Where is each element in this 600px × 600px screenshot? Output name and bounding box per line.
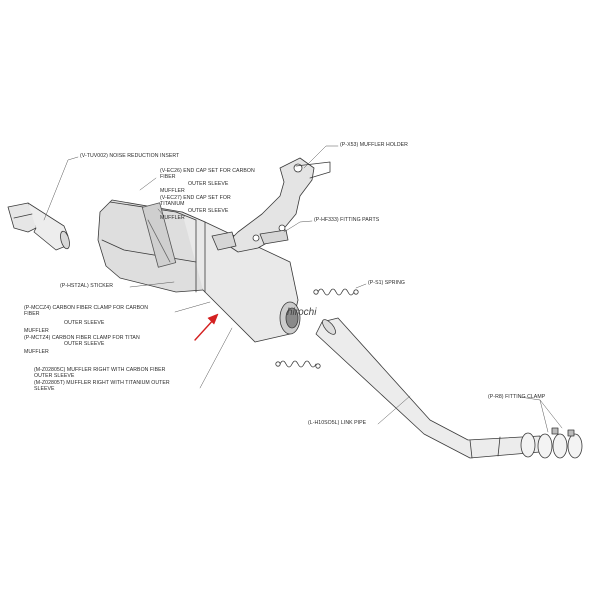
muffler-body-part bbox=[97, 199, 301, 343]
label-fitting-parts: (P-HF333) FITTING PARTS bbox=[314, 217, 380, 223]
label-sticker: (P-HST2AL) STICKER bbox=[60, 283, 114, 289]
label-clamp-cf-line4: MUFFLER bbox=[24, 328, 49, 334]
label-muffler-cf-line1: (M-Z02805C) MUFFLER RIGHT WITH CARBON FI… bbox=[34, 367, 166, 373]
label-end-cap-ti-line4: MUFFLER bbox=[160, 215, 185, 221]
noise-reduction-insert-part bbox=[7, 202, 70, 251]
label-end-cap-ti-line3: OUTER SLEEVE bbox=[188, 208, 229, 214]
label-end-cap-ti-line2: TITANIUM bbox=[160, 201, 185, 207]
label-noise-reduction-insert: (V-TUV002) NOISE REDUCTION INSERT bbox=[80, 153, 180, 159]
label-end-cap-cf-line3: OUTER SLEEVE bbox=[188, 181, 229, 187]
spring-part-lower bbox=[275, 360, 321, 369]
label-end-cap-cf-line4: MUFFLER bbox=[160, 188, 185, 194]
label-clamp-ti-line3: MUFFLER bbox=[24, 349, 49, 355]
label-link-pipe: (L-H10SO5L) LINK PIPE bbox=[308, 420, 367, 426]
label-clamp-cf-line1: (P-MCCZ4) CARBON FIBER CLAMP FOR CARBON bbox=[24, 305, 149, 311]
label-clamp-ti-line2: OUTER SLEEVE bbox=[64, 341, 105, 347]
spring-part-upper bbox=[313, 288, 359, 296]
watermark-text: hirochi bbox=[287, 307, 317, 318]
highlight-arrow bbox=[194, 313, 219, 341]
fitting-clamp-part bbox=[520, 427, 583, 459]
label-spring: (P-S1) SPRING bbox=[368, 280, 405, 286]
label-clamp-cf-line3: OUTER SLEEVE bbox=[64, 320, 105, 326]
label-end-cap-cf-line1: (V-EC26) END CAP SET FOR CARBON bbox=[160, 168, 255, 174]
muffler-holder-part bbox=[211, 157, 331, 253]
label-fitting-clamp: (P-R8) FITTING CLAMP bbox=[488, 394, 546, 400]
label-end-cap-cf-line2: FIBER bbox=[160, 174, 176, 180]
label-end-cap-ti-line1: (V-EC27) END CAP SET FOR bbox=[160, 195, 231, 201]
leader-lines bbox=[43, 145, 563, 433]
label-muffler-holder: (P-X53) MUFFLER HOLDER bbox=[340, 142, 408, 148]
label-muffler-ti-line1: (M-Z02805T) MUFFLER RIGHT WITH TITANIUM … bbox=[34, 380, 170, 386]
label-muffler-ti-line2: SLEEVE bbox=[34, 386, 55, 392]
label-muffler-cf-line2: OUTER SLEEVE bbox=[34, 373, 75, 379]
link-pipe-part bbox=[315, 317, 541, 459]
label-clamp-cf-line2: FIBER bbox=[24, 311, 40, 317]
label-clamp-ti-line1: (P-MCTZ4) CARBON FIBER CLAMP FOR TITAN bbox=[24, 335, 140, 341]
